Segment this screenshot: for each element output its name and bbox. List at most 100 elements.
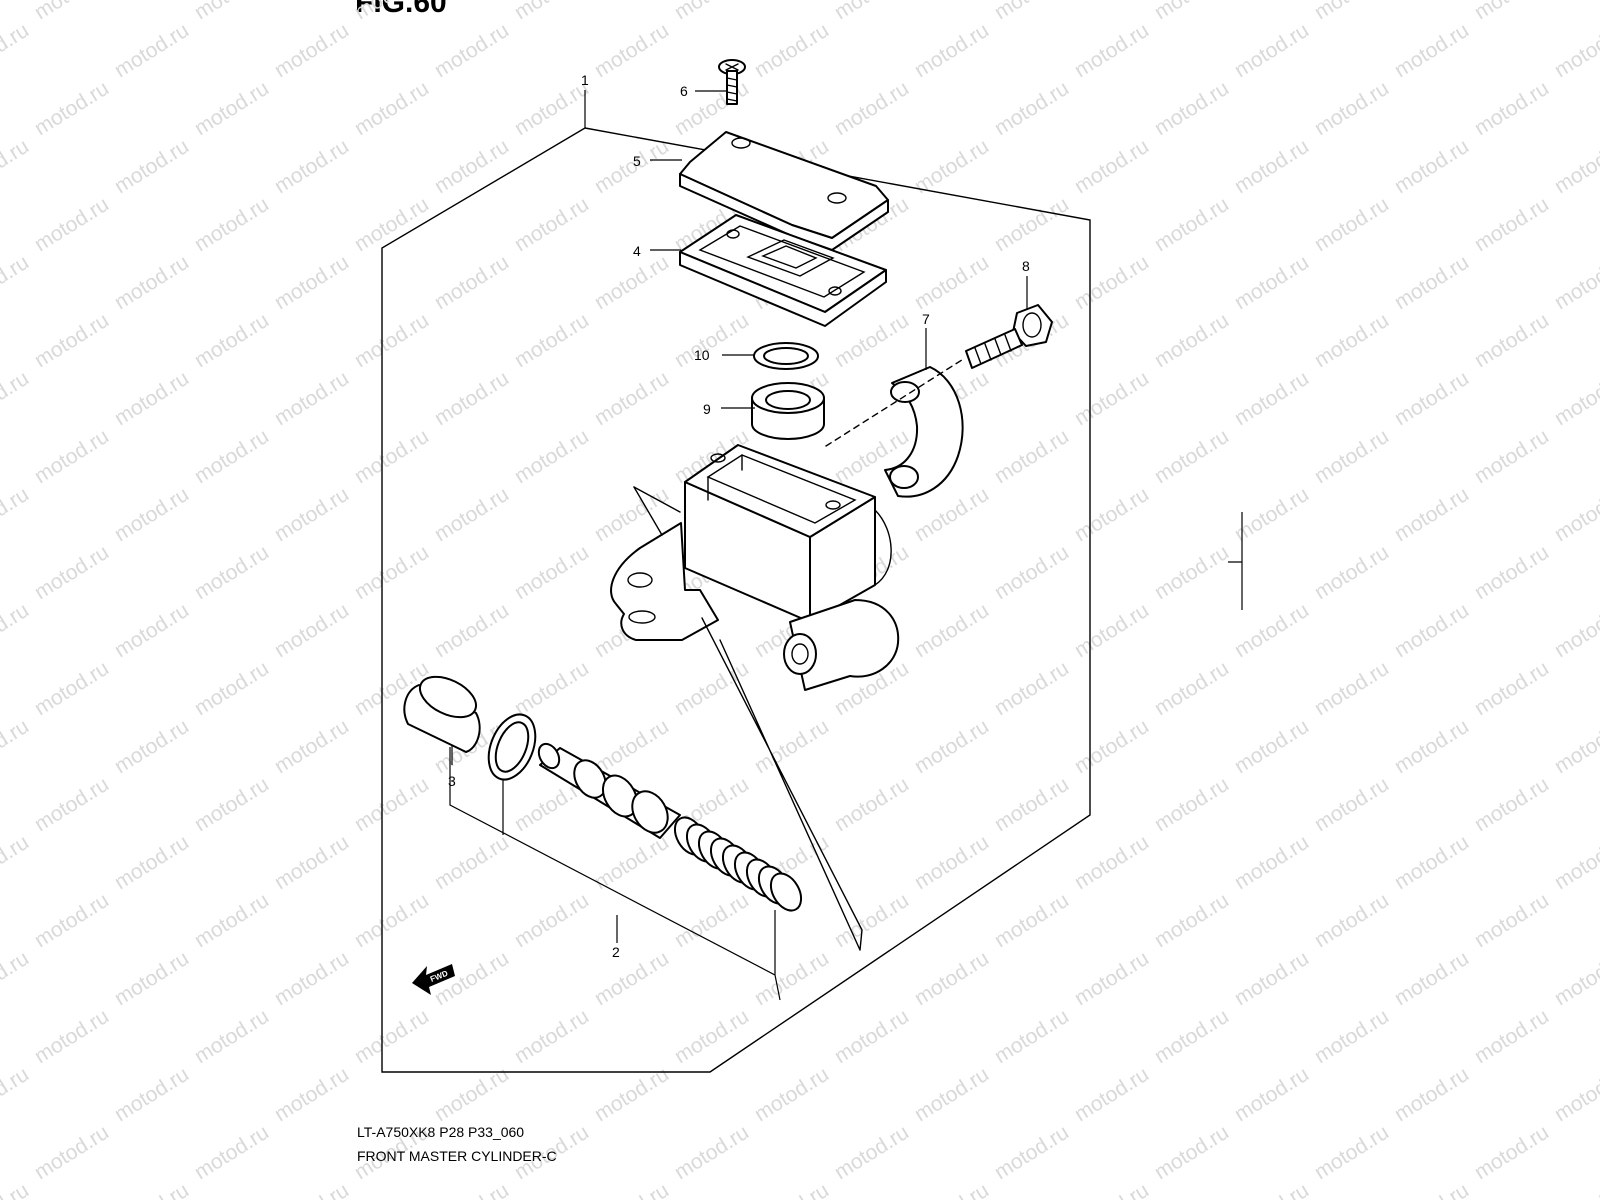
watermark-text: motod.ru <box>110 1179 192 1200</box>
watermark-text: motod.ru <box>830 1005 912 1068</box>
watermark-text: motod.ru <box>1390 1179 1472 1200</box>
watermark-text: motod.ru <box>30 1005 112 1068</box>
watermark-text: motod.ru <box>1390 367 1472 430</box>
callout-8: 8 <box>1022 258 1030 274</box>
callout-4: 4 <box>633 243 641 259</box>
watermark-text: motod.ru <box>190 1005 272 1068</box>
watermark-text: motod.ru <box>1070 19 1152 82</box>
watermark-text: motod.ru <box>1150 0 1232 24</box>
watermark-text: motod.ru <box>1150 773 1232 836</box>
clamp-part-7 <box>884 366 964 498</box>
watermark-text: motod.ru <box>750 715 832 778</box>
watermark-text: motod.ru <box>0 135 33 198</box>
watermark-text: motod.ru <box>1550 19 1600 82</box>
watermark-text: motod.ru <box>270 599 352 662</box>
watermark-text: motod.ru <box>190 889 272 952</box>
watermark-text: motod.ru <box>110 947 192 1010</box>
watermark-text: motod.ru <box>350 425 432 488</box>
watermark-text: motod.ru <box>1230 367 1312 430</box>
watermark-text: motod.ru <box>1470 425 1552 488</box>
watermark-text: motod.ru <box>1550 947 1600 1010</box>
watermark-text: motod.ru <box>990 77 1072 140</box>
callout-1: 1 <box>581 72 589 88</box>
watermark-text: motod.ru <box>110 19 192 82</box>
watermark-text: motod.ru <box>1310 541 1392 604</box>
watermark-text: motod.ru <box>190 309 272 372</box>
watermark-text: motod.ru <box>350 1005 432 1068</box>
watermark-text: motod.ru <box>1310 889 1392 952</box>
callout-2: 2 <box>612 944 620 960</box>
watermark-text: motod.ru <box>590 367 672 430</box>
watermark-text: motod.ru <box>590 19 672 82</box>
watermark-text: motod.ru <box>990 425 1072 488</box>
kit-bracket <box>449 747 781 1001</box>
watermark-text: motod.ru <box>510 1005 592 1068</box>
watermark-text: motod.ru <box>110 599 192 662</box>
watermark-text: motod.ru <box>430 251 512 314</box>
watermark-text: motod.ru <box>1470 0 1552 24</box>
watermark-text: motod.ru <box>190 77 272 140</box>
watermark-text: motod.ru <box>1470 1121 1552 1184</box>
watermark-text: motod.ru <box>1550 715 1600 778</box>
watermark-text: motod.ru <box>990 541 1072 604</box>
watermark-text: motod.ru <box>1550 367 1600 430</box>
watermark-text: motod.ru <box>190 0 272 24</box>
watermark-text: motod.ru <box>110 715 192 778</box>
watermark-text: motod.ru <box>750 1063 832 1126</box>
part-name-caption: FRONT MASTER CYLINDER-C <box>357 1148 557 1164</box>
watermark-text: motod.ru <box>590 715 672 778</box>
callout-9: 9 <box>703 401 711 417</box>
watermark-text: motod.ru <box>1310 1005 1392 1068</box>
watermark-text: motod.ru <box>1150 1005 1232 1068</box>
watermark-text: motod.ru <box>1390 599 1472 662</box>
watermark-text: motod.ru <box>1310 77 1392 140</box>
watermark-text: motod.ru <box>30 77 112 140</box>
watermark-text: motod.ru <box>1070 251 1152 314</box>
master-cylinder-body <box>610 444 900 691</box>
side-bracket <box>1228 512 1243 610</box>
watermark-text: motod.ru <box>1150 889 1232 952</box>
watermark-text: motod.ru <box>270 1063 352 1126</box>
watermark-text: motod.ru <box>1550 1063 1600 1126</box>
watermark-text: motod.ru <box>1070 715 1152 778</box>
watermark-text: motod.ru <box>510 193 592 256</box>
watermark-text: motod.ru <box>1390 251 1472 314</box>
watermark-text: motod.ru <box>110 1063 192 1126</box>
watermark-text: motod.ru <box>1470 1005 1552 1068</box>
watermark-text: motod.ru <box>270 947 352 1010</box>
watermark-text: motod.ru <box>0 483 33 546</box>
watermark-text: motod.ru <box>190 541 272 604</box>
watermark-text: motod.ru <box>0 947 33 1010</box>
callout-5: 5 <box>633 153 641 169</box>
watermark-text: motod.ru <box>1150 77 1232 140</box>
watermark-text: motod.ru <box>30 541 112 604</box>
watermark-text: motod.ru <box>1470 77 1552 140</box>
watermark-text: motod.ru <box>510 889 592 952</box>
watermark-text: motod.ru <box>1230 19 1312 82</box>
watermark-text: motod.ru <box>0 19 33 82</box>
watermark-text: motod.ru <box>1550 135 1600 198</box>
watermark-text: motod.ru <box>510 541 592 604</box>
callout-10: 10 <box>694 347 710 363</box>
watermark-text: motod.ru <box>1390 19 1472 82</box>
diaphragm-part-4 <box>679 214 887 327</box>
watermark-text: motod.ru <box>30 773 112 836</box>
watermark-text: motod.ru <box>990 657 1072 720</box>
watermark-text: motod.ru <box>190 657 272 720</box>
watermark-text: motod.ru <box>1550 831 1600 894</box>
watermark-text: motod.ru <box>1230 483 1312 546</box>
watermark-text: motod.ru <box>910 831 992 894</box>
watermark-text: motod.ru <box>830 77 912 140</box>
watermark-text: motod.ru <box>1150 541 1232 604</box>
watermark-text: motod.ru <box>1070 831 1152 894</box>
watermark-text: motod.ru <box>190 773 272 836</box>
watermark-text: motod.ru <box>1070 1063 1152 1126</box>
watermark-text: motod.ru <box>1390 831 1472 894</box>
watermark-text: motod.ru <box>1070 1179 1152 1200</box>
watermark-text: motod.ru <box>0 599 33 662</box>
watermark-text: motod.ru <box>590 947 672 1010</box>
watermark-text: motod.ru <box>910 1179 992 1200</box>
watermark-text: motod.ru <box>830 309 912 372</box>
watermark-text: motod.ru <box>430 135 512 198</box>
watermark-text: motod.ru <box>910 19 992 82</box>
